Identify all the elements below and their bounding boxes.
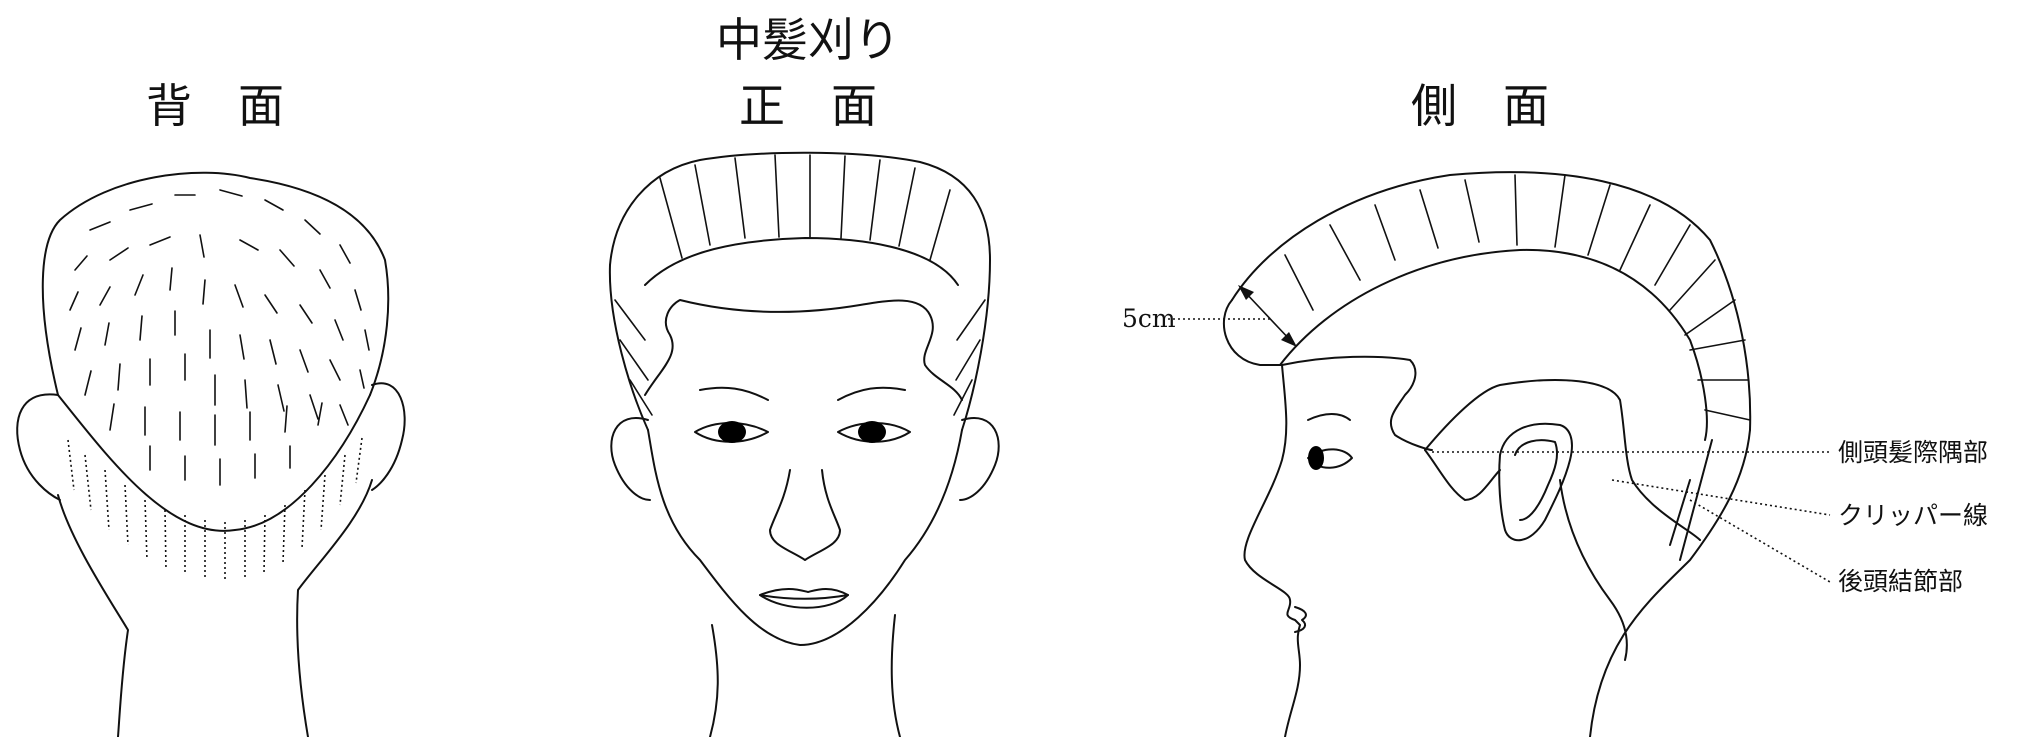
clipper-line-label: クリッパー線 [1838, 501, 1988, 530]
occipital-label: 後頭結節部 [1838, 567, 1963, 596]
width-label: 5cm [1122, 304, 1176, 333]
annotation-temple-corner: 側頭髪際隅部 [1432, 438, 1988, 467]
temple-corner-label: 側頭髪際隅部 [1838, 438, 1988, 467]
width-indicator: 5cm [1122, 285, 1297, 347]
back-view-head [16, 171, 406, 737]
front-view-head [608, 151, 1000, 737]
annotation-occipital: 後頭結節部 [1689, 499, 1963, 596]
label-back-view: 背 面 [146, 79, 284, 133]
annotation-clipper-line: クリッパー線 [1611, 479, 1988, 530]
side-view-head [1223, 171, 1752, 737]
label-front-view: 正 面 [739, 79, 877, 133]
label-side-view: 側 面 [1411, 79, 1549, 133]
diagram-title: 中髪刈り [716, 13, 900, 67]
